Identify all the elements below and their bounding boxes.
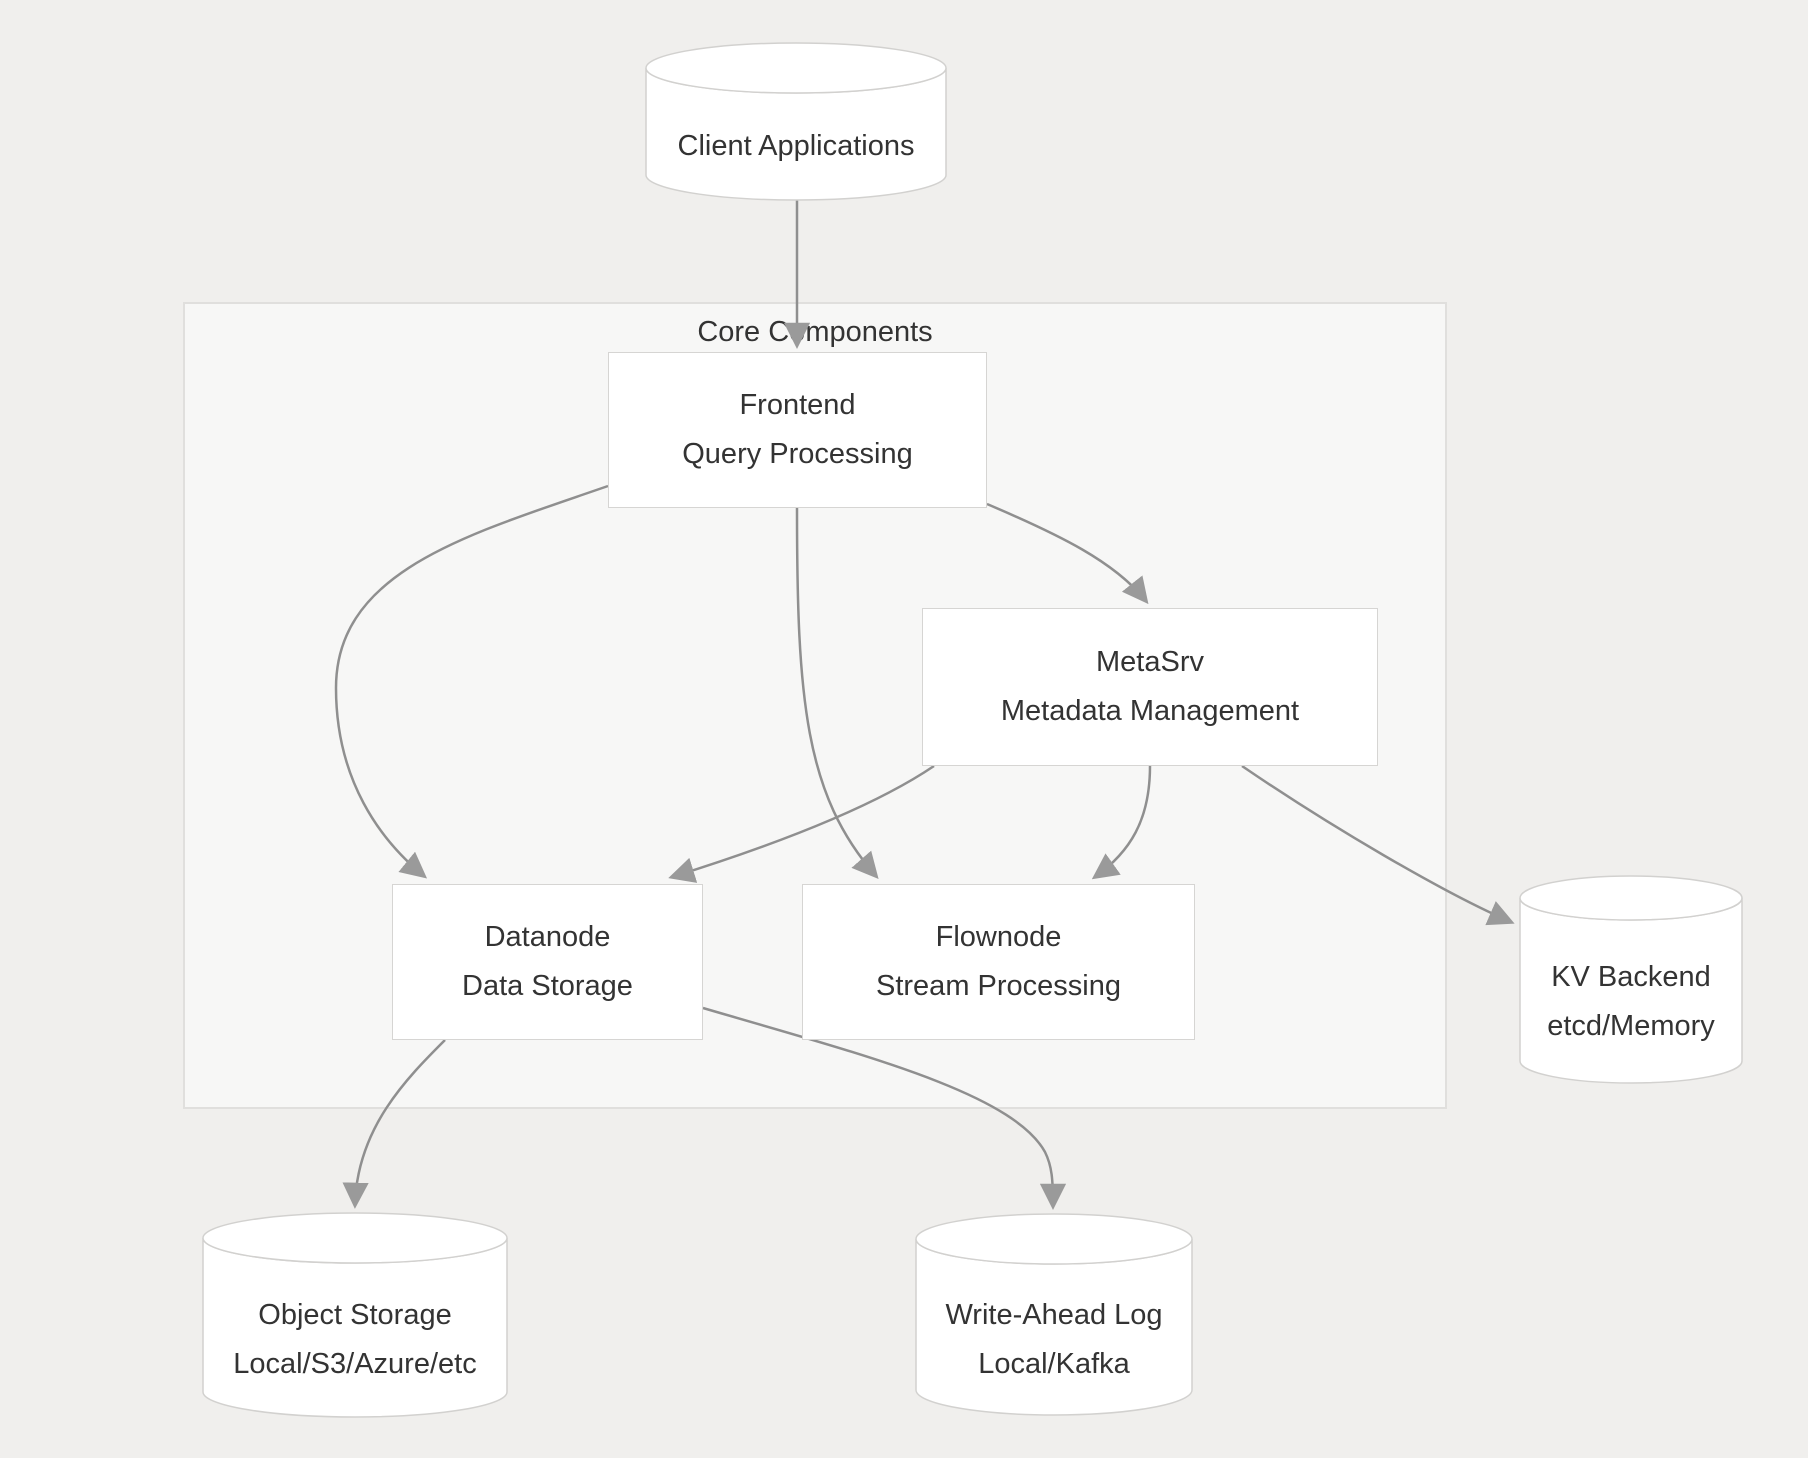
edge-frontend-to-flownode — [795, 507, 879, 879]
datanode-title: Datanode — [484, 921, 611, 953]
datanode-subtitle: Data Storage — [462, 970, 633, 1002]
kv-backend-title: KV Backend — [1551, 960, 1711, 993]
object-storage-title: Object Storage — [258, 1299, 452, 1331]
frontend-subtitle: Query Processing — [682, 438, 913, 470]
kv-backend-cylinder — [1519, 875, 1743, 1084]
client-applications-title: Client Applications — [677, 130, 915, 162]
frontend-title: Frontend — [739, 389, 856, 421]
flownode-node: Flownode Stream Processing — [802, 884, 1195, 1040]
kv-backend-subtitle: etcd/Memory — [1547, 1009, 1715, 1042]
wal-title: Write-Ahead Log — [945, 1298, 1163, 1331]
metasrv-subtitle: Metadata Management — [1000, 695, 1300, 727]
core-components-label: Core Components — [697, 316, 933, 348]
object-storage-cylinder — [202, 1212, 508, 1418]
metasrv-node: MetaSrv Metadata Management — [922, 608, 1378, 766]
flownode-title: Flownode — [935, 921, 1062, 953]
wal-label: Write-Ahead Log Local/Kafka — [916, 1264, 1192, 1415]
wal-subtitle: Local/Kafka — [978, 1347, 1130, 1380]
edge-frontend-to-datanode — [334, 484, 609, 879]
metasrv-title: MetaSrv — [1096, 646, 1204, 678]
edge-datanode-to-wal — [702, 1006, 1067, 1210]
wal-cylinder — [915, 1213, 1193, 1416]
frontend-node: Frontend Query Processing — [608, 352, 987, 508]
edge-metasrv-to-kv-backend — [1241, 764, 1515, 926]
kv-backend-label: KV Backend etcd/Memory — [1520, 920, 1742, 1083]
object-storage-label: Object Storage Local/S3/Azure/etc — [203, 1263, 507, 1417]
datanode-node: Datanode Data Storage — [392, 884, 703, 1040]
edge-frontend-to-metasrv — [986, 502, 1149, 605]
edge-metasrv-to-datanode — [668, 764, 935, 883]
flownode-subtitle: Stream Processing — [876, 970, 1121, 1002]
edge-metasrv-to-flownode — [1091, 765, 1152, 880]
client-applications-label: Client Applications — [646, 93, 946, 200]
client-applications-cylinder — [645, 42, 947, 201]
edge-datanode-to-object-storage — [342, 1039, 446, 1209]
object-storage-subtitle: Local/S3/Azure/etc — [233, 1348, 477, 1380]
